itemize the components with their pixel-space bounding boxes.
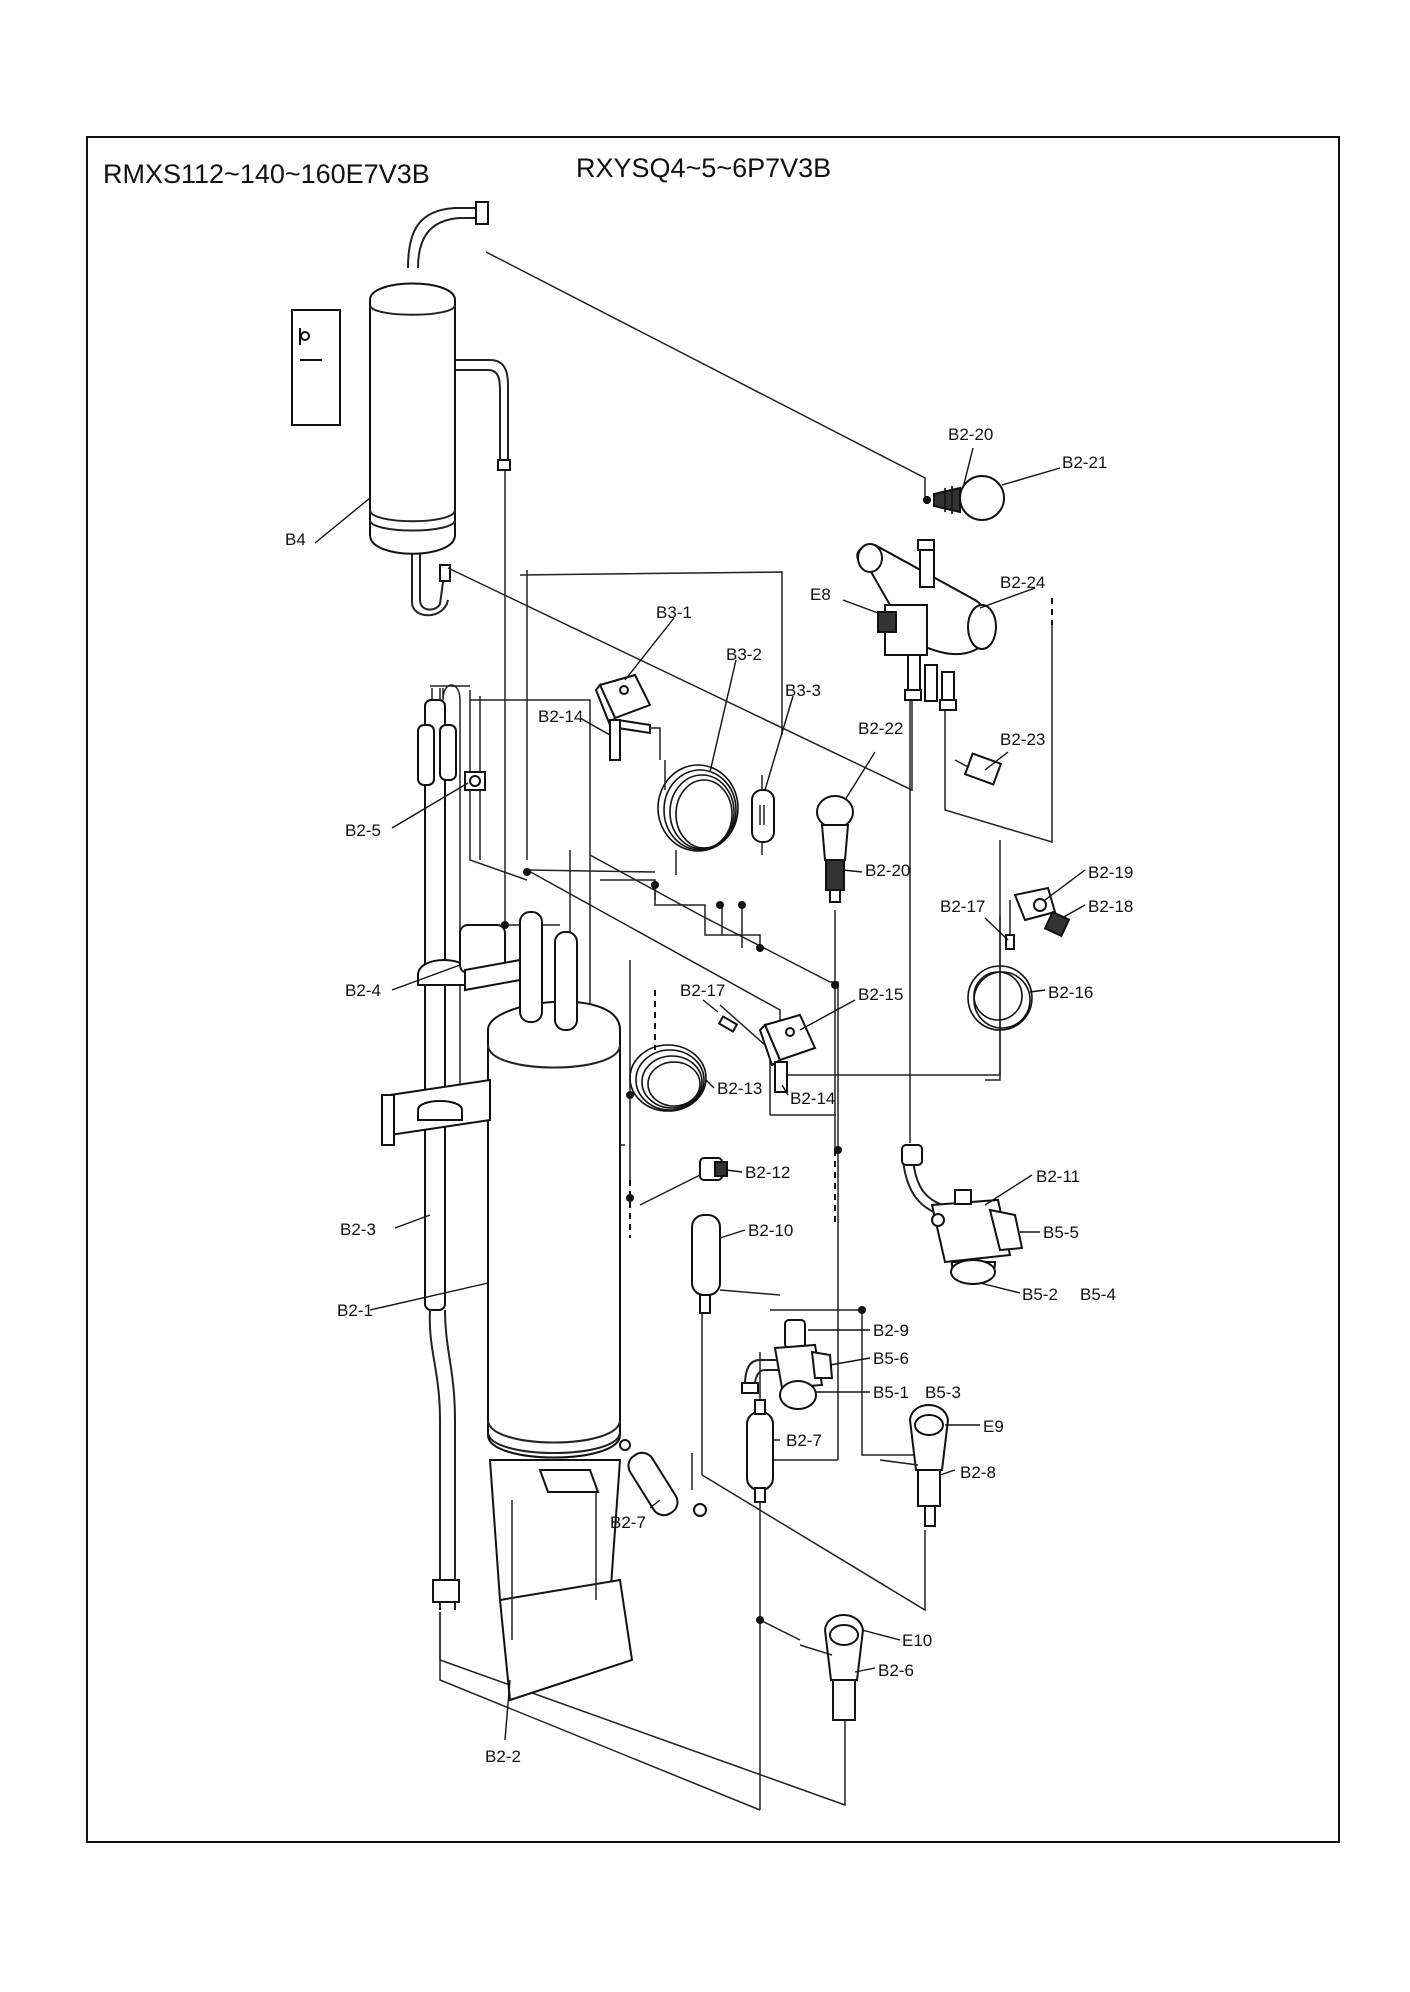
label-b2-3: B2-3 [340,1220,376,1239]
capillary-coil-b3-2 [657,760,739,875]
label-e8: E8 [810,585,831,604]
service-port-b2-22 [816,795,854,903]
solenoid-valve-b2-15 [717,1004,817,1093]
leader-lines [314,447,1086,1741]
pipe-joints [501,496,931,1624]
service-port-b2-20-top [923,475,1005,521]
label-b2-18: B2-18 [1088,897,1133,916]
label-e9: E9 [983,1417,1004,1436]
plug-b2-23 [954,752,1003,786]
label-b2-7-right: B2-7 [786,1431,822,1450]
expansion-valve-e10 [799,1614,865,1721]
filter-b3-3 [751,775,775,855]
solenoid-valve-b3-1 [594,673,661,761]
model-title-left: RMXS112~140~160E7V3B [103,159,430,189]
muffler-b2-10 [691,1214,781,1314]
accumulator-b4 [291,282,456,555]
label-b2-14-top: B2-14 [538,707,583,726]
valve-b2-19 [1005,886,1071,950]
label-b2-7-left: B2-7 [610,1513,646,1532]
stop-valve-b2-9 [741,1319,834,1410]
label-b2-5: B2-5 [345,821,381,840]
label-b2-12: B2-12 [745,1163,790,1182]
four-way-valve-b2-24 [856,539,997,711]
label-b5-1: B5-1 [873,1383,909,1402]
capillary-coil-b2-13 [629,1044,707,1112]
filter-b2-7-right [746,1399,774,1503]
label-b5-3: B5-3 [925,1383,961,1402]
part-labels: B4 B2-20 B2-21 E8 B2-24 B3-1 B3-2 B3-3 B… [285,425,1133,1766]
label-b2-16: B2-16 [1048,983,1093,1002]
label-b2-15: B2-15 [858,985,903,1004]
label-b5-6: B5-6 [873,1349,909,1368]
label-b2-9: B2-9 [873,1321,909,1340]
label-b2-24: B2-24 [1000,573,1045,592]
label-b2-19: B2-19 [1088,863,1133,882]
label-b2-21: B2-21 [1062,453,1107,472]
label-b2-17-mid: B2-17 [680,981,725,1000]
label-b2-13: B2-13 [717,1079,762,1098]
label-b2-6: B2-6 [878,1661,914,1680]
model-title-right: RXYSQ4~5~6P7V3B [576,153,831,183]
sensor-b2-12 [639,1157,728,1206]
label-b2-23: B2-23 [1000,730,1045,749]
label-b2-14-mid: B2-14 [790,1089,835,1108]
label-b3-2: B3-2 [726,645,762,664]
label-e10: E10 [902,1631,932,1650]
compressor-b2-1 [487,911,634,1702]
label-b2-2: B2-2 [485,1747,521,1766]
label-b2-1: B2-1 [337,1301,373,1320]
label-b2-20-top: B2-20 [948,425,993,444]
expansion-valve-e9 [879,1404,950,1527]
label-b5-5: B5-5 [1043,1223,1079,1242]
label-b4: B4 [285,530,306,549]
filter-b2-7-left [619,1439,707,1517]
capillary-coil-b2-16 [967,965,1033,1031]
label-b3-3: B3-3 [785,681,821,700]
drawing-frame [86,136,1340,1843]
label-b2-10: B2-10 [748,1221,793,1240]
label-b5-4: B5-4 [1080,1285,1116,1304]
stop-valve-b2-11 [901,1144,1024,1285]
label-b3-1: B3-1 [656,603,692,622]
label-b2-11: B2-11 [1036,1167,1080,1186]
label-b2-20-mid: B2-20 [865,861,910,880]
label-b2-22: B2-22 [858,719,903,738]
label-b2-8: B2-8 [960,1463,996,1482]
label-b2-4: B2-4 [345,981,381,1000]
label-b5-2: B5-2 [1022,1285,1058,1304]
label-b2-17-right: B2-17 [940,897,985,916]
